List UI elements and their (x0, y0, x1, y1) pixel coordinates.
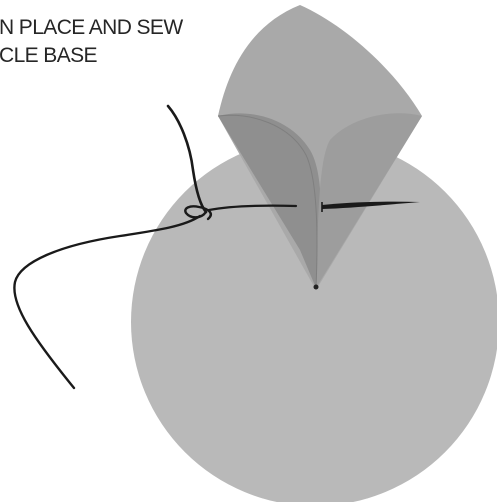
instruction-line-2: CLE BASE (0, 42, 183, 70)
instruction-caption: N PLACE AND SEW CLE BASE (0, 14, 183, 70)
cone-tip-point (314, 285, 319, 290)
instruction-line-1: N PLACE AND SEW (0, 14, 183, 42)
